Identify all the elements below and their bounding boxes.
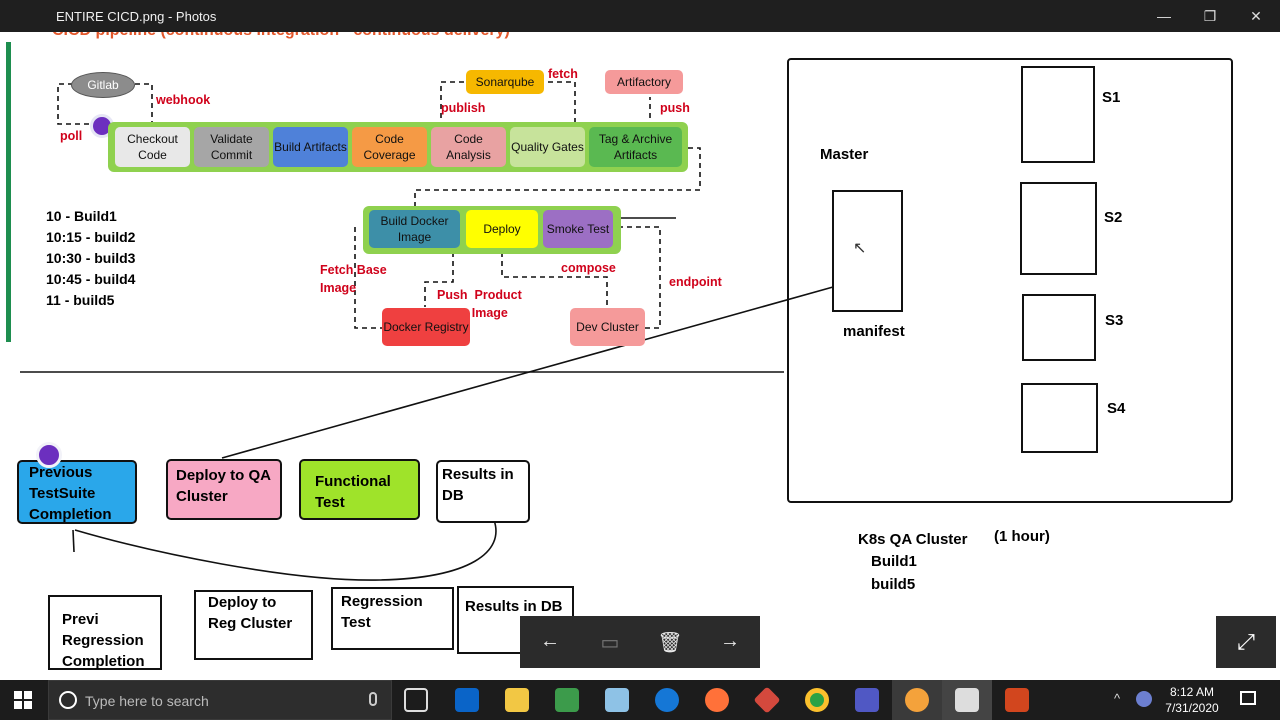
mouse-cursor-icon: ↖ (853, 240, 867, 257)
build-entry: 10:30 - build3 (46, 250, 136, 266)
search-input[interactable]: Type here to search (85, 693, 209, 709)
edge-strip (6, 42, 11, 342)
build-entry: 10 - Build1 (46, 208, 117, 224)
flow1-deploy-qa: Deploy to QA Cluster (166, 459, 282, 520)
outlook-icon[interactable] (455, 688, 479, 712)
git-icon[interactable] (753, 686, 781, 714)
build-entry: 11 - build5 (46, 292, 115, 308)
dev-cluster-node: Dev Cluster (570, 308, 645, 346)
build-entry: 10:15 - build2 (46, 229, 136, 245)
maximize-button[interactable]: ❐ (1203, 8, 1217, 24)
pipeline-heading: CICD pipeline (continuous integration - … (52, 32, 510, 40)
search-icon (59, 691, 77, 709)
stage-deploy: Deploy (466, 210, 538, 248)
stage-validate-commit: Validate Commit (194, 127, 269, 167)
chrome-icon[interactable] (805, 688, 829, 712)
docker-registry-node: Docker Registry (382, 308, 470, 346)
powerpoint-icon[interactable] (1005, 688, 1029, 712)
clock[interactable]: 8:12 AM 7/31/2020 (1160, 684, 1224, 716)
manifest-label: manifest (843, 323, 905, 340)
tray-app-icon[interactable] (1136, 691, 1152, 707)
node-s2-label: S2 (1104, 209, 1123, 226)
file-explorer-icon[interactable] (505, 688, 529, 712)
fetch-label: fetch (548, 67, 578, 81)
build-entry: 10:45 - build4 (46, 271, 136, 287)
master-node-box (832, 190, 903, 312)
flow2-regression-test: Regression Test (331, 587, 454, 650)
teams-icon[interactable] (855, 688, 879, 712)
stage-checkout-code: Checkout Code (115, 127, 190, 167)
flow1-functional-test: Functional Test (299, 459, 420, 520)
minimize-button[interactable]: — (1157, 8, 1171, 24)
delete-icon[interactable]: 🗑 (657, 632, 683, 654)
edge-icon[interactable] (655, 688, 679, 712)
push-product-image-label: Push Product Image (437, 288, 522, 320)
node-s4-label: S4 (1107, 400, 1126, 417)
blue-app-icon[interactable] (605, 688, 629, 712)
notification-icon[interactable] (1240, 691, 1256, 705)
node-s1-box (1021, 66, 1095, 163)
poll-label: poll (60, 129, 83, 143)
k8s-cluster-label: K8s QA Cluster (858, 531, 968, 548)
publish-label: publish (441, 101, 486, 115)
task-view-icon[interactable] (404, 688, 428, 712)
stage-code-analysis: Code Analysis (431, 127, 506, 167)
chevron-up-icon[interactable]: ^ (1114, 691, 1121, 706)
stage-quality-gates: Quality Gates (510, 127, 585, 167)
node-s1-label: S1 (1102, 89, 1121, 106)
artifactory-node: Artifactory (605, 70, 683, 94)
cluster-build-entry: build5 (871, 576, 916, 593)
close-button[interactable]: ✕ (1250, 8, 1262, 24)
gitlab-node: Gitlab (71, 72, 135, 98)
webhook-label: webhook (156, 93, 211, 107)
microphone-icon[interactable] (369, 692, 377, 706)
search-box[interactable]: Type here to search (48, 680, 392, 720)
flow2-previous-regression: Previ Regression Completion (48, 595, 162, 670)
k8s-cluster-box (787, 58, 1233, 503)
image-canvas: CICD pipeline (continuous integration - … (0, 32, 1280, 680)
connector-lines (20, 81, 834, 581)
clock-date: 7/31/2020 (1165, 701, 1219, 715)
back-arrow-icon[interactable]: ← (540, 630, 560, 652)
green-app-icon[interactable] (555, 688, 579, 712)
node-s3-box (1022, 294, 1096, 361)
viewer-toolbar: ← ▭ 🗑 → (520, 616, 760, 668)
push-label: push (660, 101, 690, 115)
sonarqube-node: Sonarqube (466, 70, 544, 94)
stage-tag-archive: Tag & Archive Artifacts (589, 127, 682, 167)
build-schedule: 10 - Build1 10:15 - build2 10:30 - build… (46, 206, 135, 311)
cluster-build-entry: Build1 (871, 553, 917, 570)
stage-smoke-test: Smoke Test (543, 210, 613, 248)
title-bar: ENTIRE CICD.png - Photos — ❐ ✕ (0, 0, 1280, 32)
slideshow-icon[interactable]: ▭ (600, 632, 620, 654)
fullscreen-icon[interactable]: ⤢ (1216, 616, 1276, 668)
endpoint-label: endpoint (669, 275, 722, 289)
stage-build-artifacts: Build Artifacts (273, 127, 348, 167)
stage-code-coverage: Code Coverage (352, 127, 427, 167)
sunflower-app-icon[interactable] (905, 688, 929, 712)
window-title: ENTIRE CICD.png - Photos (56, 9, 217, 24)
flow1-previous-testsuite: Previous TestSuite Completion (17, 460, 137, 524)
taskbar: Type here to search ^ 8:12 AM 7/31/2020 (0, 680, 1280, 720)
clock-time: 8:12 AM (1169, 685, 1215, 699)
node-s3-label: S3 (1105, 312, 1124, 329)
firefox-icon[interactable] (705, 688, 729, 712)
sync-icon (36, 442, 62, 468)
flow1-results-db: Results in DB (436, 460, 530, 523)
fetch-base-image-label: Fetch Base Image (320, 263, 387, 295)
stage-build-docker-image: Build Docker Image (369, 210, 460, 248)
flow2-deploy-reg: Deploy to Reg Cluster (194, 590, 313, 660)
duration-label: (1 hour) (994, 528, 1050, 545)
node-s4-box (1021, 383, 1098, 453)
compose-label: compose (561, 261, 616, 275)
master-label: Master (820, 146, 869, 163)
photos-icon[interactable] (955, 688, 979, 712)
node-s2-box (1020, 182, 1097, 275)
start-icon[interactable] (14, 691, 32, 709)
forward-arrow-icon[interactable]: → (720, 630, 740, 652)
